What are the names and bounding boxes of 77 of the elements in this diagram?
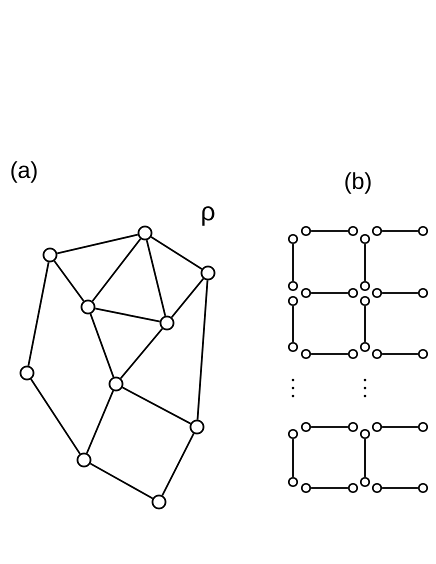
graph-vertex [348,288,358,298]
graph-edge [382,353,418,355]
graph-edge [171,278,204,318]
graph-edge [311,353,348,355]
graph-vertex [20,366,34,380]
symbol-label: ρ [202,206,214,226]
graph-vertex [42,248,58,262]
graph-vertex [372,422,382,432]
graph-edge [292,244,294,281]
graph-edge [146,240,166,316]
graph-vertex [138,226,152,240]
graph-edge [364,244,366,281]
graph-vertex [418,288,428,298]
graph-vertex [360,280,370,292]
graph-vertex [288,476,298,488]
graph-edge [311,292,348,294]
graph-vertex [300,226,312,236]
graph-vertex [348,348,358,360]
graph-vertex [372,288,382,298]
graph-vertex [360,428,370,440]
graph-edge [28,262,50,366]
graph-edge [382,230,418,232]
graph-edge [311,230,348,232]
graph-vertex [360,342,370,352]
graph-vertex [160,316,174,330]
graph-vertex [152,494,166,510]
graph-vertex [200,266,216,280]
graph-edge [122,386,191,424]
graph-vertex [300,348,312,360]
graph-vertex [80,300,96,314]
panel-label: (a) [11,161,37,183]
graph-vertex [418,226,428,236]
graph-vertex [288,296,298,306]
graph-vertex [372,348,382,360]
graph-vertex [300,422,312,432]
graph-vertex [360,476,370,488]
graph-edge [364,306,366,342]
graph-edge [162,433,194,496]
graph-edge [92,238,142,302]
graph-vertex [288,234,298,244]
graph-edge [95,308,160,322]
graph-vertex [288,280,298,292]
graph-edge [54,260,84,302]
graph-edge [364,439,366,477]
graph-edge [311,487,348,489]
graph-edge [86,390,114,454]
graph-vertex [348,226,358,236]
graph-edge [30,378,81,454]
graph-vertex [288,428,298,440]
graph-edge [90,462,153,500]
graph-edge [57,234,138,254]
graph-vertex [288,342,298,352]
graph-vertex [76,452,92,468]
graph-vertex [300,288,312,298]
graph-edge [382,426,418,428]
graph-vertex [372,482,382,494]
graph-vertex [348,482,358,494]
graph-edge [90,314,114,378]
graph-edge [382,487,418,489]
panel-label: (b) [345,172,371,194]
graph-edge [292,439,294,477]
graph-vertex [108,376,124,392]
graph-edge [292,306,294,342]
graph-edge [382,292,418,294]
graph-edge [311,426,348,428]
graph-vertex [372,226,382,236]
graph-edge [150,236,202,270]
graph-vertex [418,348,428,360]
graph-vertex [300,482,312,494]
graph-vertex [360,234,370,244]
graph-vertex [360,296,370,306]
graph-vertex [418,482,428,494]
graph-vertex [348,422,358,432]
graph-vertex [190,420,204,434]
graph-edge [196,280,208,420]
graph-edge [120,328,163,379]
graph-vertex [418,422,428,432]
